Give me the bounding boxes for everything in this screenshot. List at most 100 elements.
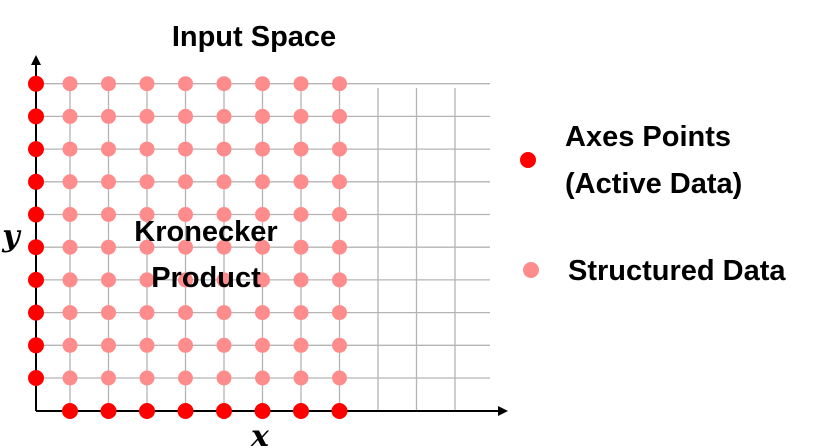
structured-data-point: [101, 239, 116, 255]
structured-data-point: [178, 108, 193, 124]
axis-point-x: [139, 403, 155, 419]
structured-data-point: [62, 370, 78, 386]
axis-point-y: [28, 206, 44, 223]
structured-data-point: [332, 207, 347, 222]
axis-point-x: [331, 403, 348, 419]
structured-data-point: [101, 174, 116, 190]
axis-point-y: [28, 75, 44, 92]
structured-data-point: [216, 272, 232, 288]
axis-point-x: [100, 403, 117, 419]
structured-data-point: [216, 108, 232, 124]
structured-data-point: [293, 108, 309, 124]
structured-data-point: [101, 305, 116, 321]
legend-axes-points-label-line-2: (Active Data): [565, 168, 742, 200]
structured-data-point: [216, 76, 232, 92]
structured-data-point: [139, 141, 155, 157]
structured-data-point: [101, 207, 116, 222]
diagram-title: Input Space: [172, 21, 336, 53]
axis-point-y: [28, 173, 44, 190]
structured-data-point: [62, 305, 78, 321]
structured-data-point: [139, 207, 155, 222]
axes-points: [28, 75, 348, 419]
structured-data-point: [255, 174, 270, 190]
structured-data-point: [101, 141, 116, 157]
structured-data-point: [62, 174, 78, 190]
axis-point-y: [28, 108, 44, 125]
structured-data-point: [139, 174, 155, 190]
structured-data-point: [216, 305, 232, 321]
structured-data-point: [216, 174, 232, 190]
structured-data-point: [255, 141, 270, 157]
center-label-line-1: Kronecker: [134, 216, 277, 248]
structured-data-point: [332, 305, 347, 321]
structured-data-point: [293, 207, 309, 222]
structured-data-point: [293, 174, 309, 190]
structured-data-point: [62, 76, 78, 92]
structured-data-point: [332, 108, 347, 124]
structured-data-point: [101, 76, 116, 92]
structured-data-point: [62, 272, 78, 288]
structured-data-point: [216, 207, 232, 222]
structured-data-point: [62, 239, 78, 255]
structured-data-point: [332, 141, 347, 157]
axis-point-y: [28, 271, 44, 288]
structured-data-point: [178, 272, 193, 288]
structured-data-point: [178, 337, 193, 353]
structured-data-point: [293, 239, 309, 255]
structured-data-point: [139, 272, 155, 288]
structured-data-point: [293, 337, 309, 353]
structured-data-point: [332, 76, 347, 92]
axis-point-x: [293, 403, 309, 419]
structured-data-point: [139, 239, 155, 255]
axis-point-y: [28, 141, 44, 158]
structured-data-point: [293, 370, 309, 386]
structured-data-point: [101, 370, 116, 386]
structured-data-point: [332, 239, 347, 255]
legend-axes-points-marker: [520, 152, 536, 168]
structured-data-point: [255, 207, 270, 222]
structured-data-point: [62, 207, 78, 222]
structured-data-point: [139, 370, 155, 386]
structured-data-point: [139, 337, 155, 353]
structured-data-point: [255, 370, 270, 386]
structured-data-point: [62, 108, 78, 124]
center-label-line-2: Product: [151, 262, 261, 294]
structured-data-point: [139, 305, 155, 321]
structured-data-point: [178, 141, 193, 157]
legend-axes-points-label-line-1: Axes Points: [565, 121, 731, 153]
structured-data-points: [62, 76, 347, 386]
structured-data-point: [332, 174, 347, 190]
structured-data-point: [178, 174, 193, 190]
structured-data-point: [178, 305, 193, 321]
structured-data-point: [101, 272, 116, 288]
structured-data-point: [255, 108, 270, 124]
structured-data-point: [216, 370, 232, 386]
structured-data-point: [178, 76, 193, 92]
structured-data-point: [332, 337, 347, 353]
structured-data-point: [216, 239, 232, 255]
structured-data-point: [293, 305, 309, 321]
axis-point-y: [28, 337, 44, 354]
axis-point-y: [28, 239, 44, 256]
structured-data-point: [255, 76, 270, 92]
structured-data-point: [101, 337, 116, 353]
axis-point-y: [28, 304, 44, 321]
axis-point-x: [254, 403, 271, 419]
structured-data-point: [255, 305, 270, 321]
structured-data-point: [178, 370, 193, 386]
axis-point-x: [177, 403, 194, 419]
axis-point-x: [62, 403, 78, 419]
structured-data-point: [216, 141, 232, 157]
structured-data-point: [62, 337, 78, 353]
structured-data-point: [293, 141, 309, 157]
x-axis-label: x: [250, 419, 270, 448]
structured-data-point: [62, 141, 78, 157]
structured-data-point: [139, 76, 155, 92]
structured-data-point: [139, 108, 155, 124]
axis-point-x: [216, 403, 232, 419]
structured-data-point: [332, 272, 347, 288]
legend-structured-data-marker: [523, 262, 539, 278]
structured-data-point: [332, 370, 347, 386]
legend-structured-data-label: Structured Data: [568, 255, 786, 287]
